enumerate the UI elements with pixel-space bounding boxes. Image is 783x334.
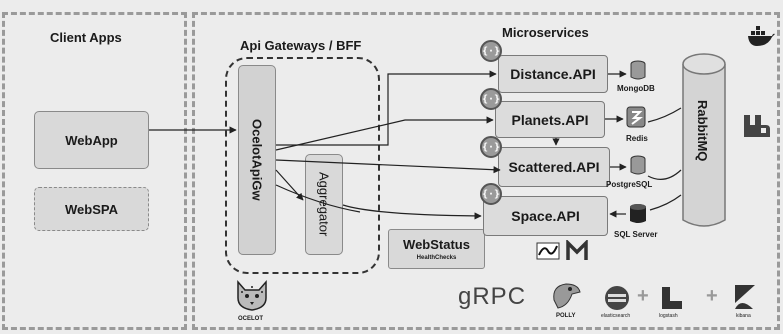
grpc-logo: gRPC bbox=[458, 283, 527, 310]
webstatus-box: WebStatus HealthChecks bbox=[388, 229, 485, 269]
webapp-box: WebApp bbox=[34, 111, 149, 169]
gateway-group bbox=[225, 57, 380, 274]
kibana-icon bbox=[735, 285, 755, 309]
distance-api-box: Distance.API bbox=[498, 55, 608, 93]
logstash-label: logstash bbox=[659, 313, 678, 319]
webstatus-title: WebStatus bbox=[403, 237, 470, 252]
space-api-box: Space.API bbox=[483, 196, 608, 236]
space-service-icon: {·} bbox=[480, 183, 502, 205]
docker-icon bbox=[748, 26, 775, 46]
elasticsearch-label: elasticsearch bbox=[601, 313, 631, 319]
microservices-title: Microservices bbox=[502, 25, 589, 40]
logstash-icon bbox=[662, 287, 682, 309]
aggregator-to-space-arrow bbox=[342, 204, 482, 220]
plus-2: + bbox=[706, 285, 718, 307]
gateway-to-space-arrow bbox=[275, 184, 361, 213]
client-apps-panel bbox=[2, 12, 187, 330]
sql-server-label: SQL Server bbox=[614, 230, 658, 239]
sql-server-icon bbox=[630, 204, 646, 223]
scattered-service-icon: {·} bbox=[480, 136, 502, 158]
polly-logo-text: POLLY bbox=[556, 313, 576, 319]
gateways-title: Api Gateways / BFF bbox=[240, 38, 362, 53]
client-apps-title: Client Apps bbox=[50, 30, 122, 45]
scattered-api-box: Scattered.API bbox=[498, 147, 610, 187]
kibana-label: kibana bbox=[736, 313, 751, 319]
bus-link-postgres bbox=[647, 169, 682, 180]
webstatus-subtitle: HealthChecks bbox=[416, 255, 457, 261]
bus-link-sqlserver bbox=[649, 194, 682, 211]
ocelot-logo-text: OCELOT bbox=[238, 316, 263, 322]
aggregator-box: Aggregator bbox=[305, 154, 343, 255]
polly-logo-icon bbox=[553, 283, 581, 309]
postgresql-icon bbox=[630, 155, 646, 175]
mediatr-logo-icon bbox=[566, 240, 588, 260]
rabbitmq-label: RabbitMQ bbox=[695, 100, 710, 162]
ocelot-logo-icon bbox=[237, 280, 267, 311]
backend-panel bbox=[192, 12, 780, 330]
planets-service-icon: {·} bbox=[480, 88, 502, 110]
rabbitmq-logo-icon bbox=[744, 115, 770, 137]
elasticsearch-icon bbox=[605, 286, 629, 310]
mongodb-label: MongoDB bbox=[617, 84, 655, 93]
gateway-to-aggregator-arrow bbox=[275, 169, 304, 201]
postgresql-label: PostgreSQL bbox=[606, 180, 653, 189]
grafana-chart-icon bbox=[536, 242, 560, 260]
gateway-to-scattered-arrow bbox=[275, 159, 501, 174]
ocelot-gateway-box: OcelotApiGw bbox=[238, 65, 276, 255]
redis-label: Redis bbox=[626, 134, 648, 143]
gateway-to-planets-arrow bbox=[275, 116, 494, 151]
mongodb-icon bbox=[630, 60, 646, 80]
rabbitmq-cylinder bbox=[682, 53, 726, 227]
bus-link-redis bbox=[647, 107, 682, 123]
redis-icon bbox=[626, 106, 646, 128]
webspa-box: WebSPA bbox=[34, 187, 149, 231]
planets-api-box: Planets.API bbox=[495, 101, 605, 138]
distance-service-icon: {·} bbox=[480, 40, 502, 62]
plus-1: + bbox=[637, 285, 649, 307]
gateway-to-distance-arrow bbox=[276, 70, 497, 146]
